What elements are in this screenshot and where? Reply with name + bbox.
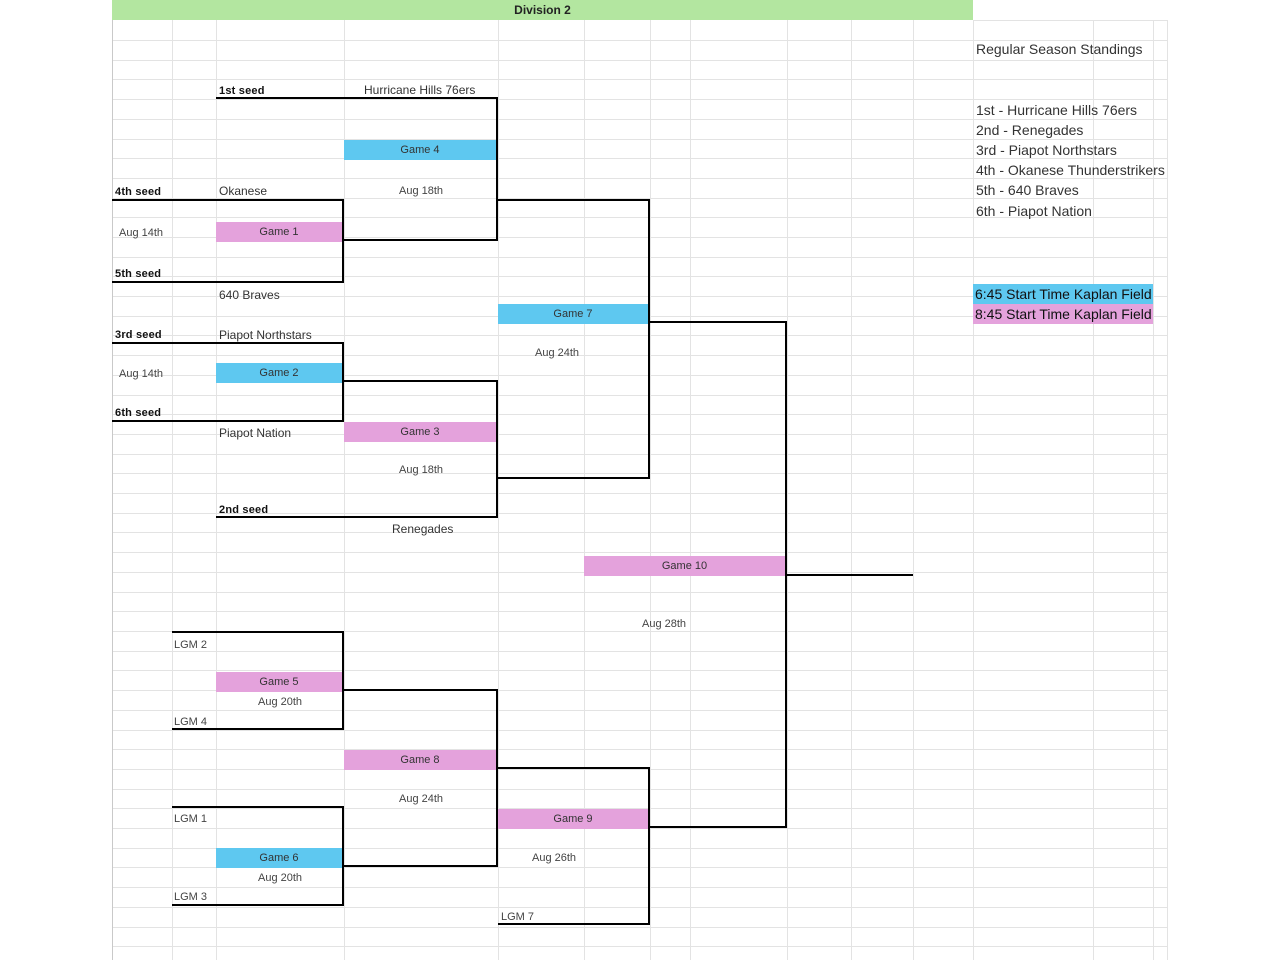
game-3-cell[interactable]: Game 3 — [344, 422, 496, 442]
standings-item: 3rd - Piapot Northstars — [976, 142, 1117, 158]
game-1-cell[interactable]: Game 1 — [216, 222, 342, 242]
standings-title: Regular Season Standings — [976, 41, 1143, 57]
seed-label-6th: 6th seed — [115, 407, 162, 419]
game-8-cell[interactable]: Game 8 — [344, 750, 496, 770]
team-640-braves: 640 Braves — [219, 288, 280, 302]
game-5-cell[interactable]: Game 5 — [216, 672, 342, 692]
loser-game-7-label: LGM 7 — [501, 911, 535, 923]
legend-blue-start-time: 6:45 Start Time Kaplan Field — [973, 284, 1153, 304]
standings-item: 4th - Okanese Thunderstrikers — [976, 162, 1165, 178]
seed-label-4th: 4th seed — [115, 186, 162, 198]
game-8-date: Aug 24th — [399, 793, 444, 805]
game-10-date: Aug 28th — [642, 618, 687, 630]
seed-label-5th: 5th seed — [115, 268, 162, 280]
loser-game-1-label: LGM 1 — [174, 813, 208, 825]
game-9-cell[interactable]: Game 9 — [498, 809, 648, 829]
game-6-cell[interactable]: Game 6 — [216, 848, 342, 868]
game-10-cell[interactable]: Game 10 — [584, 556, 785, 576]
seed-label-2nd: 2nd seed — [219, 504, 269, 516]
loser-game-4-label: LGM 4 — [174, 716, 208, 728]
game-3-date: Aug 18th — [399, 464, 444, 476]
game-4-date: Aug 18th — [399, 185, 444, 197]
seed-label-1st: 1st seed — [219, 85, 265, 97]
game-7-cell[interactable]: Game 7 — [498, 304, 648, 324]
game-2-cell[interactable]: Game 2 — [216, 363, 342, 383]
loser-game-2-label: LGM 2 — [174, 639, 208, 651]
game-5-date: Aug 20th — [258, 696, 303, 708]
game-7-date: Aug 24th — [535, 347, 580, 359]
game-6-date: Aug 20th — [258, 872, 303, 884]
legend-pink-start-time: 8:45 Start Time Kaplan Field — [973, 304, 1153, 324]
standings-item: 6th - Piapot Nation — [976, 203, 1092, 219]
team-okanese: Okanese — [219, 184, 268, 198]
standings-item: 5th - 640 Braves — [976, 182, 1079, 198]
game-4-cell[interactable]: Game 4 — [344, 140, 496, 160]
game-9-date: Aug 26th — [532, 852, 577, 864]
standings-item: 1st - Hurricane Hills 76ers — [976, 102, 1138, 118]
loser-game-3-label: LGM 3 — [174, 891, 208, 903]
seed-label-3rd: 3rd seed — [115, 329, 162, 341]
team-hurricane-hills: Hurricane Hills 76ers — [364, 83, 476, 97]
team-piapot-northstars: Piapot Northstars — [219, 328, 312, 342]
team-piapot-nation: Piapot Nation — [219, 426, 292, 440]
game-2-date: Aug 14th — [119, 368, 164, 380]
standings-item: 2nd - Renegades — [976, 122, 1084, 138]
team-renegades: Renegades — [392, 522, 454, 536]
game-1-date: Aug 14th — [119, 227, 164, 239]
division-header: Division 2 — [112, 0, 973, 20]
